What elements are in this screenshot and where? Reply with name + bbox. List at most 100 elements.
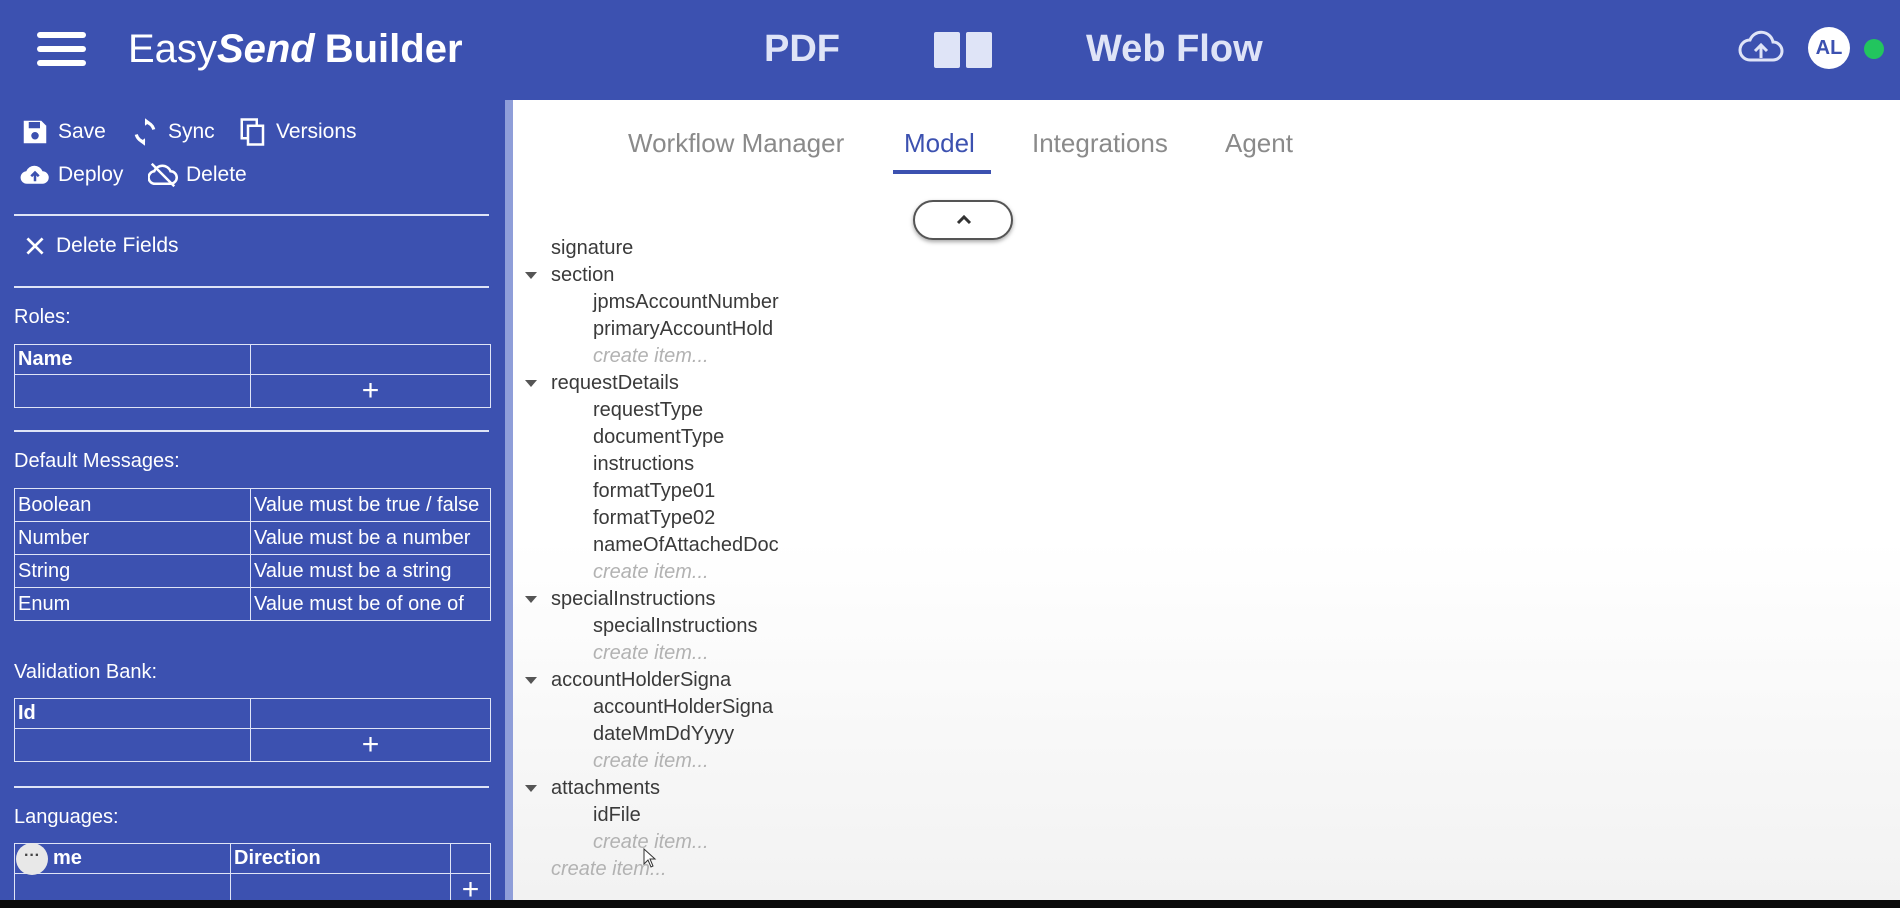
cloud-upload-icon (20, 165, 49, 184)
mouse-cursor-icon (643, 848, 657, 868)
mode-pdf-button[interactable]: PDF (764, 28, 840, 70)
tree-item[interactable]: nameOfAttachedDoc (593, 534, 779, 556)
tree-group-attachments[interactable]: attachments (551, 777, 660, 799)
tree-item[interactable]: primaryAccountHold (593, 318, 774, 340)
delete-label: Delete (186, 163, 247, 186)
create-item-link[interactable]: create item... (593, 831, 709, 853)
create-item-link[interactable]: create item... (593, 345, 709, 367)
sidebar: Save Sync Versions Deploy Delete Delete … (0, 100, 505, 908)
table-row[interactable]: Enum Value must be of one of (14, 587, 491, 621)
divider (14, 214, 489, 216)
languages-header-direction: Direction (230, 843, 451, 874)
tab-agent[interactable]: Agent (1225, 128, 1293, 158)
roles-new-name-cell[interactable] (14, 374, 251, 408)
more-options-button[interactable]: ··· (16, 843, 48, 875)
sync-button[interactable]: Sync (130, 117, 215, 147)
tab-model[interactable]: Model (904, 128, 975, 158)
validation-new-id-cell[interactable] (14, 728, 251, 762)
active-tab-indicator (893, 170, 991, 174)
tree-group-request-details[interactable]: requestDetails (551, 372, 679, 394)
tree-group-account-holder-signa[interactable]: accountHolderSigna (551, 669, 732, 691)
close-icon (26, 237, 44, 255)
message-text[interactable]: Value must be a number (250, 521, 491, 555)
validation-header-extra (250, 698, 491, 729)
tree-item[interactable]: idFile (593, 804, 641, 826)
message-type: Boolean (14, 488, 251, 522)
roles-header-extra (250, 344, 491, 375)
brand-builder: Builder (324, 27, 463, 71)
caret-down-icon[interactable] (525, 272, 537, 279)
table-row[interactable]: Number Value must be a number (14, 521, 491, 555)
tree-item[interactable]: formatType01 (593, 480, 716, 502)
languages-label: Languages: (14, 806, 119, 828)
add-validation-button[interactable]: + (250, 728, 491, 762)
tree-item[interactable]: documentType (593, 426, 725, 448)
divider (14, 430, 489, 432)
table-row[interactable]: Boolean Value must be true / false (14, 488, 491, 522)
add-role-button[interactable]: + (250, 374, 491, 408)
cloud-upload-icon[interactable] (1738, 28, 1784, 68)
tree-item[interactable]: specialInstructions (593, 615, 758, 637)
create-item-link[interactable]: create item... (593, 561, 709, 583)
menu-icon[interactable] (37, 32, 86, 66)
validation-header-id: Id (14, 698, 251, 729)
cloud-off-icon (148, 162, 178, 188)
sync-icon (134, 118, 156, 146)
chevron-up-icon (956, 214, 972, 225)
tree-item[interactable]: jpmsAccountNumber (593, 291, 779, 313)
tree-item[interactable]: formatType02 (593, 507, 716, 529)
caret-down-icon[interactable] (525, 785, 537, 792)
message-text[interactable]: Value must be of one of (250, 587, 491, 621)
roles-header-name: Name (14, 344, 251, 375)
message-text[interactable]: Value must be true / false (250, 488, 491, 522)
message-text[interactable]: Value must be a string (250, 554, 491, 588)
tree-group-section[interactable]: section (551, 264, 615, 286)
delete-fields-label: Delete Fields (56, 234, 179, 257)
create-item-link[interactable]: create item... (593, 642, 709, 664)
mode-webflow-button[interactable]: Web Flow (1086, 28, 1263, 70)
languages-table: me Direction + (14, 843, 491, 907)
default-messages-label: Default Messages: (14, 450, 180, 472)
tree-item[interactable]: instructions (593, 453, 695, 475)
caret-down-icon[interactable] (525, 380, 537, 387)
tree-group-special-instructions[interactable]: specialInstructions (551, 588, 716, 610)
versions-icon (240, 118, 265, 146)
validation-bank-table: Id + (14, 698, 491, 762)
deploy-button[interactable]: Deploy (20, 160, 123, 190)
deploy-label: Deploy (58, 163, 124, 186)
delete-fields-button[interactable]: Delete Fields (22, 233, 179, 259)
languages-header-extra (450, 843, 491, 874)
tree-item[interactable]: dateMmDdYyyy (593, 723, 735, 745)
collapse-toggle-button[interactable] (913, 200, 1013, 240)
versions-button[interactable]: Versions (238, 117, 357, 147)
message-type: Number (14, 521, 251, 555)
tree-item[interactable]: requestType (593, 399, 704, 421)
online-status-dot (1864, 39, 1884, 59)
save-label: Save (58, 120, 106, 143)
split-view-icon[interactable] (934, 32, 992, 68)
roles-label: Roles: (14, 306, 71, 328)
create-root-item-link[interactable]: create item... (551, 858, 667, 880)
save-icon (23, 120, 47, 144)
versions-label: Versions (276, 120, 357, 143)
sync-label: Sync (168, 120, 215, 143)
save-button[interactable]: Save (20, 117, 106, 147)
delete-button[interactable]: Delete (148, 160, 247, 190)
table-row[interactable]: String Value must be a string (14, 554, 491, 588)
create-item-link[interactable]: create item... (593, 750, 709, 772)
tree-item[interactable]: accountHolderSigna (593, 696, 774, 718)
divider (14, 786, 489, 788)
sidebar-resize-handle[interactable] (505, 100, 513, 908)
user-avatar[interactable]: AL (1808, 27, 1850, 69)
main-panel: Workflow Manager Model Integrations Agen… (513, 100, 1900, 900)
message-type: String (14, 554, 251, 588)
caret-down-icon[interactable] (525, 596, 537, 603)
tab-integrations[interactable]: Integrations (1032, 128, 1168, 158)
brand-easy: Easy (128, 27, 217, 71)
tree-node-signature[interactable]: signature (551, 237, 634, 259)
caret-down-icon[interactable] (525, 677, 537, 684)
tab-workflow-manager[interactable]: Workflow Manager (628, 128, 845, 158)
divider (14, 286, 489, 288)
